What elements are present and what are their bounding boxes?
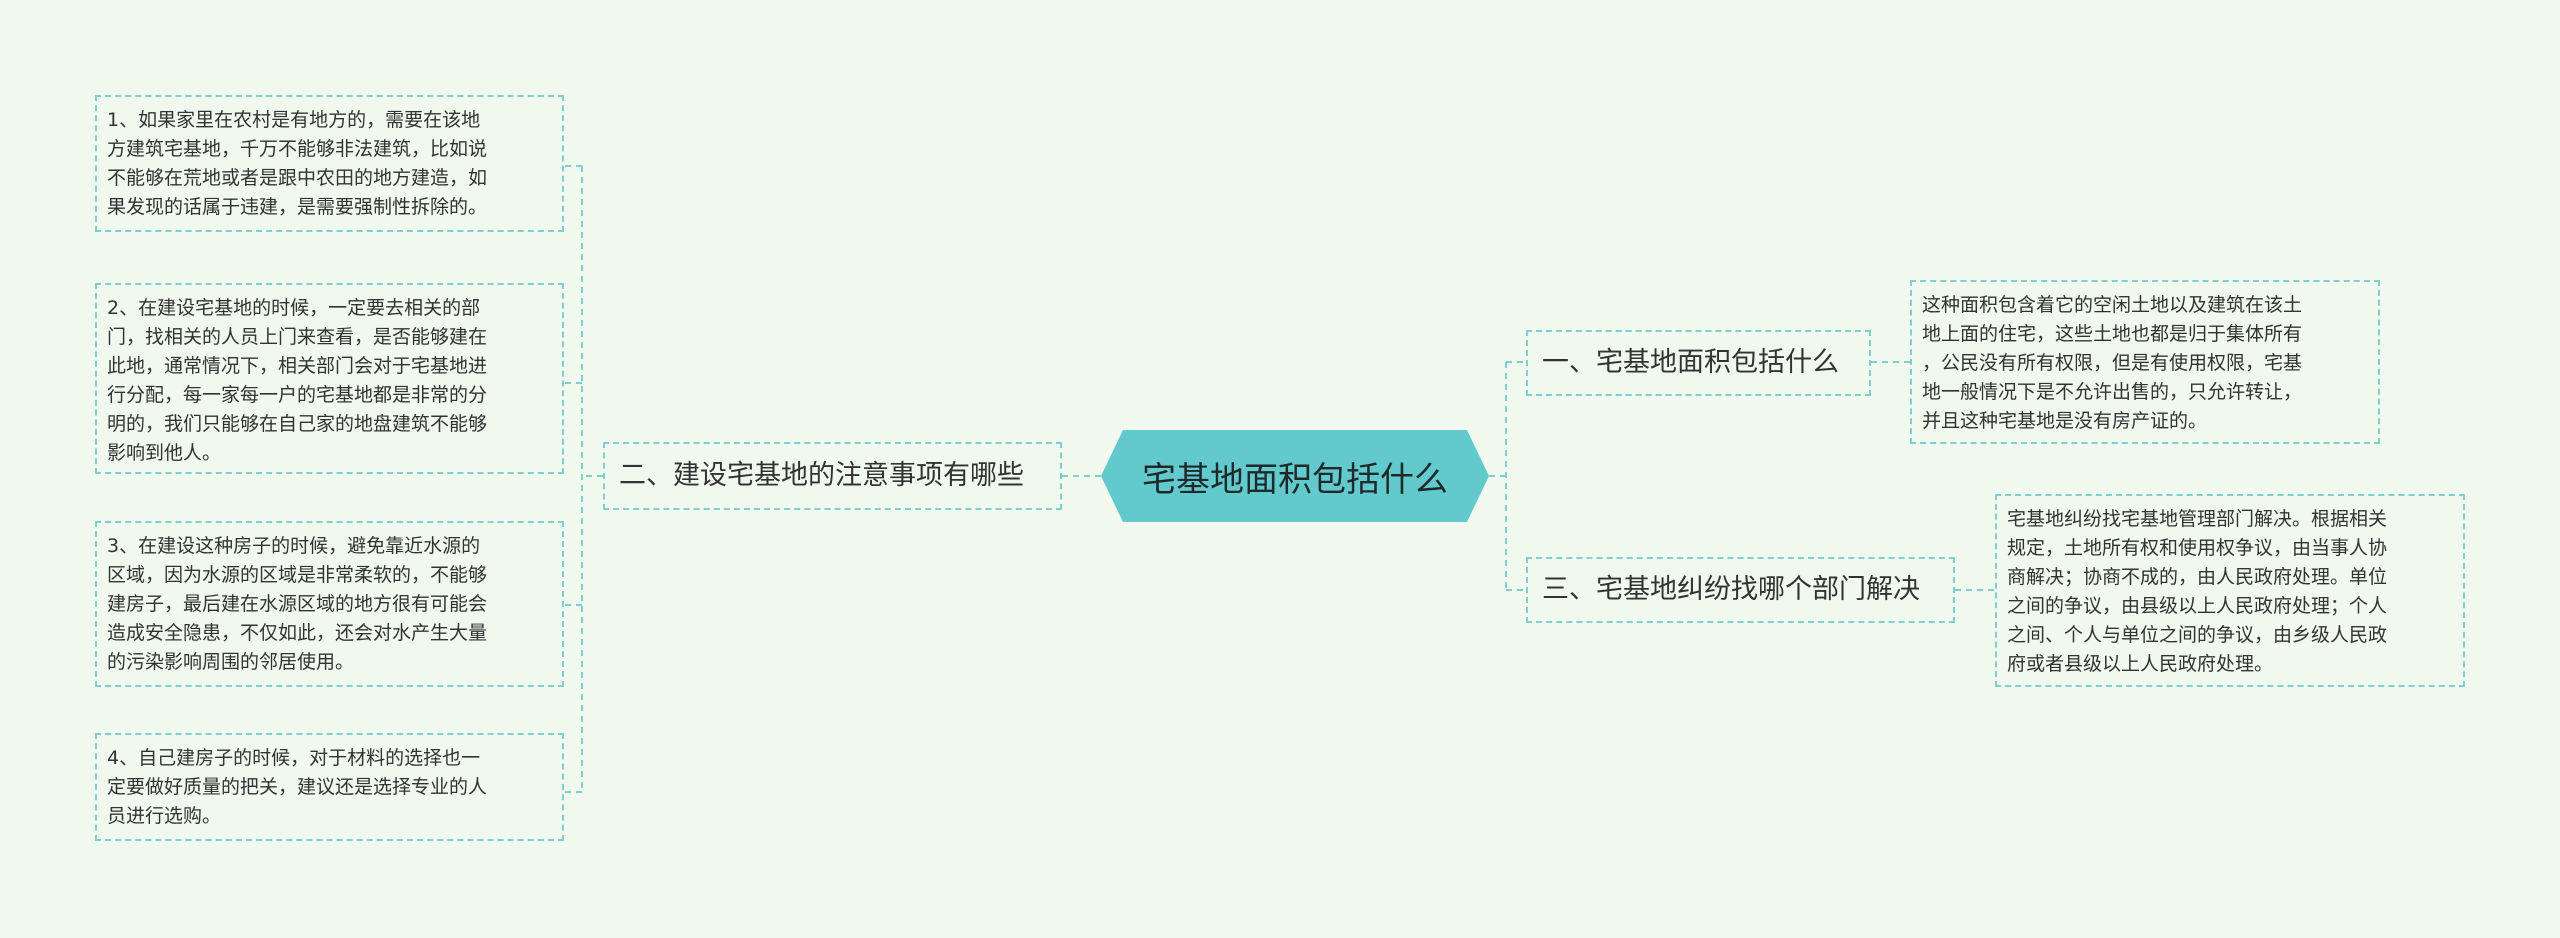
left-leaf-3[interactable]: 3、在建设这种房子的时候，避免靠近水源的 区域，因为水源的区域是非常柔软的，不能… [95,521,564,687]
root-topic[interactable]: 宅基地面积包括什么 [1101,430,1489,522]
connector-right-trunk [1489,362,1507,590]
branch-right-area-scope[interactable]: 一、宅基地面积包括什么 [1526,330,1871,396]
right-detail-2[interactable]: 宅基地纠纷找宅基地管理部门解决。根据相关 规定，土地所有权和使用权争议，由当事人… [1995,494,2465,687]
branch-left-construction-notes[interactable]: 二、建设宅基地的注意事项有哪些 [603,442,1062,510]
branch-right-dispute-department[interactable]: 三、宅基地纠纷找哪个部门解决 [1526,557,1955,623]
left-leaf-1[interactable]: 1、如果家里在农村是有地方的，需要在该地 方建筑宅基地，千万不能够非法建筑，比如… [95,95,564,232]
connector-left-trunk [581,166,603,792]
left-leaf-4[interactable]: 4、自己建房子的时候，对于材料的选择也一 定要做好质量的把关，建议还是选择专业的… [95,733,564,841]
left-leaf-2[interactable]: 2、在建设宅基地的时候，一定要去相关的部 门，找相关的人员上门来查看，是否能够建… [95,283,564,474]
right-detail-1[interactable]: 这种面积包含着它的空闲土地以及建筑在该土 地上面的住宅，这些土地也都是归于集体所… [1910,280,2380,444]
